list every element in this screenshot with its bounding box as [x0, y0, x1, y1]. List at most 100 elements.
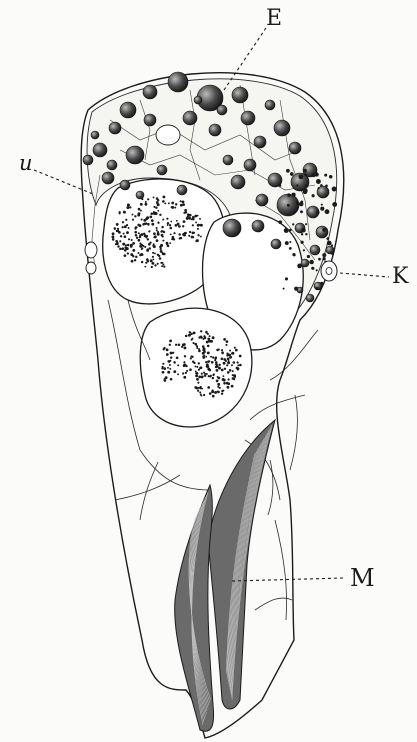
stipple-dot [156, 227, 158, 229]
stipple-dot [226, 354, 229, 357]
stipple-dot [227, 371, 230, 374]
stipple-dot [229, 350, 231, 352]
stipple-dot [144, 266, 146, 268]
stipple-dot [120, 235, 122, 237]
stipple-dot [219, 364, 221, 366]
stipple-dot [169, 340, 172, 343]
stipple-dot [200, 336, 202, 338]
stipple-dot [153, 259, 155, 261]
stipple-dot [140, 203, 143, 206]
stipple-dot [160, 248, 162, 250]
stipple-dot [225, 344, 227, 346]
granule [143, 85, 157, 99]
fine-granule [331, 244, 333, 246]
granule [310, 245, 320, 255]
stipple-dot [162, 200, 165, 203]
stipple-dot [151, 219, 154, 222]
fine-granule [311, 267, 314, 270]
stipple-dot [182, 200, 185, 203]
stipple-dot [184, 355, 186, 357]
stipple-dot [192, 232, 195, 235]
stipple-dot [229, 369, 232, 372]
granule [244, 159, 256, 171]
fine-granule [321, 204, 323, 206]
stipple-dot [197, 390, 199, 392]
stipple-dot [182, 203, 185, 206]
fine-granule [312, 194, 315, 197]
stipple-dot [206, 363, 209, 366]
stipple-dot [131, 239, 133, 241]
stipple-dot [126, 224, 128, 226]
stipple-dot [134, 231, 137, 234]
fine-granule [299, 174, 304, 179]
granule [256, 194, 268, 206]
stipple-dot [180, 200, 182, 202]
stipple-dot [202, 356, 205, 359]
stipple-dot [166, 242, 169, 245]
stipple-dot [203, 347, 206, 350]
fine-granule [292, 193, 296, 197]
stipple-dot [165, 376, 167, 378]
stipple-dot [181, 346, 183, 348]
stipple-dot [191, 236, 194, 239]
stipple-dot [170, 356, 172, 358]
stipple-dot [162, 219, 164, 221]
granule [136, 191, 144, 199]
stipple-dot [134, 215, 136, 217]
stipple-dot [169, 364, 171, 366]
stipple-dot [168, 202, 170, 204]
stipple-dot [217, 390, 219, 392]
stipple-dot [221, 369, 224, 372]
fine-granule [285, 241, 289, 245]
stipple-dot [132, 219, 134, 221]
stipple-dot [146, 248, 149, 251]
fine-granule [307, 255, 310, 258]
granule [274, 120, 290, 136]
stipple-dot [219, 387, 221, 389]
stipple-dot [232, 374, 234, 376]
stipple-dot [122, 221, 124, 223]
stipple-dot [236, 361, 238, 363]
stipple-dot [235, 349, 238, 352]
stipple-dot [119, 211, 121, 213]
stipple-dot [169, 224, 171, 226]
fine-granule [318, 187, 320, 189]
stipple-dot [121, 247, 124, 250]
stipple-dot [185, 372, 187, 374]
granule [120, 102, 136, 118]
stipple-dot [207, 333, 209, 335]
stipple-dot [141, 244, 144, 247]
stipple-dot [144, 246, 146, 248]
granule [83, 155, 93, 165]
stipple-dot [205, 361, 207, 363]
fine-granule [286, 169, 290, 173]
stipple-dot [210, 375, 212, 377]
stipple-dot [212, 389, 214, 391]
fine-granule [297, 264, 302, 269]
fine-granule [325, 185, 328, 188]
stipple-dot [203, 338, 205, 340]
fine-granule [285, 277, 288, 280]
stipple-dot [123, 211, 126, 214]
stipple-dot [132, 249, 135, 252]
stipple-dot [202, 352, 205, 355]
vacuole [86, 262, 96, 274]
stipple-dot [190, 357, 192, 359]
stipple-dot [218, 367, 221, 370]
stipple-dot [125, 219, 127, 221]
stipple-dot [123, 233, 125, 235]
stipple-dot [166, 218, 168, 220]
stipple-dot [183, 220, 186, 223]
stipple-dot [169, 344, 171, 346]
stipple-dot [167, 360, 169, 362]
fine-granule [300, 200, 303, 203]
granule [306, 294, 314, 302]
fine-granule [315, 172, 319, 176]
stipple-dot [186, 370, 188, 372]
stipple-dot [171, 206, 174, 209]
stipple-dot [116, 223, 118, 225]
leader-k [340, 273, 389, 277]
stipple-dot [225, 360, 227, 362]
stipple-dot [191, 218, 193, 220]
